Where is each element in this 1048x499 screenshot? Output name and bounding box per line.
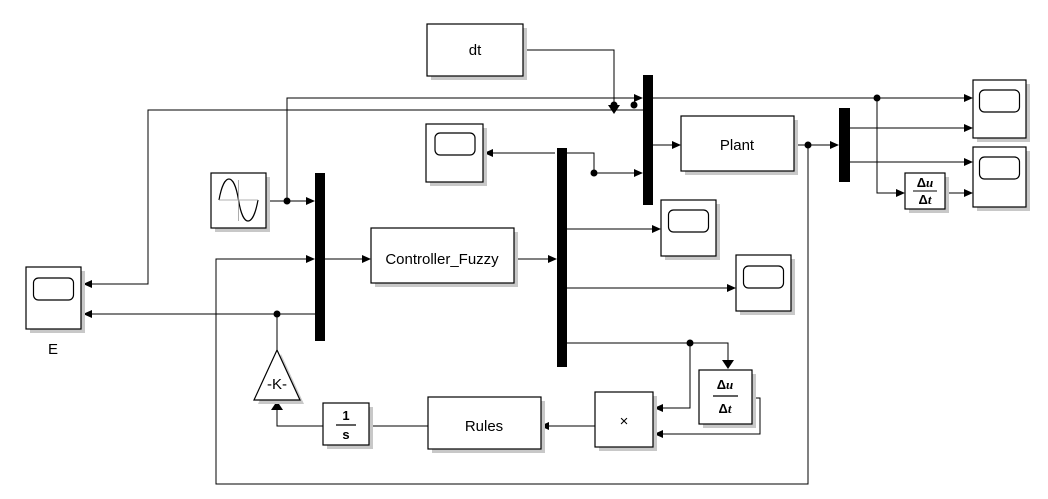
- scope-controller-output-2[interactable]: [735, 254, 795, 315]
- scope-plant-output[interactable]: [972, 79, 1030, 142]
- dt-block[interactable]: dt: [426, 23, 527, 80]
- integrator-block[interactable]: 1 s: [322, 402, 373, 449]
- mux-bus-top[interactable]: [643, 75, 653, 205]
- product-block[interactable]: ×: [594, 391, 657, 451]
- derivative-2-numerator: Δu: [917, 175, 934, 190]
- scope-controller-input[interactable]: [425, 123, 487, 186]
- scope-e-label: E: [48, 341, 58, 358]
- scope-e[interactable]: E: [25, 266, 85, 358]
- rules-label: Rules: [465, 418, 503, 435]
- dt-label: dt: [469, 42, 482, 59]
- scope-screen-icon: [667, 209, 710, 233]
- integrator-denominator: s: [342, 427, 349, 442]
- controller-label: Controller_Fuzzy: [385, 251, 499, 268]
- derivative-2-denominator: Δt: [919, 192, 932, 207]
- gain-block[interactable]: -K-: [253, 348, 304, 404]
- product-label: ×: [620, 413, 629, 430]
- controller-fuzzy-block[interactable]: Controller_Fuzzy: [370, 227, 518, 287]
- mux-bus-middle[interactable]: [557, 148, 567, 367]
- derivative-block-2[interactable]: Δu Δt: [904, 172, 949, 213]
- derivative-1-numerator: Δu: [717, 377, 734, 392]
- mux-bus-right[interactable]: [839, 108, 850, 182]
- gain-label: -K-: [267, 376, 287, 393]
- rules-block[interactable]: Rules: [427, 396, 545, 453]
- scope-screen-icon: [742, 265, 785, 289]
- derivative-1-denominator: Δt: [719, 401, 732, 416]
- junction-dots: [273, 94, 881, 347]
- scope-controller-output-1[interactable]: [660, 199, 720, 260]
- scope-screen-icon: [434, 132, 476, 156]
- scope-plant-derivative[interactable]: [972, 146, 1030, 211]
- scope-screen-icon: [32, 277, 75, 301]
- plant-block[interactable]: Plant: [680, 115, 798, 175]
- derivative-block-1[interactable]: Δu Δt: [698, 369, 756, 428]
- arrowheads: [83, 94, 973, 438]
- sine-wave-source[interactable]: [210, 172, 270, 232]
- plant-label: Plant: [720, 137, 755, 154]
- integrator-numerator: 1: [342, 408, 349, 423]
- scope-screen-icon: [978, 89, 1021, 113]
- mux-bus-left[interactable]: [315, 173, 325, 341]
- scope-screen-icon: [978, 156, 1021, 180]
